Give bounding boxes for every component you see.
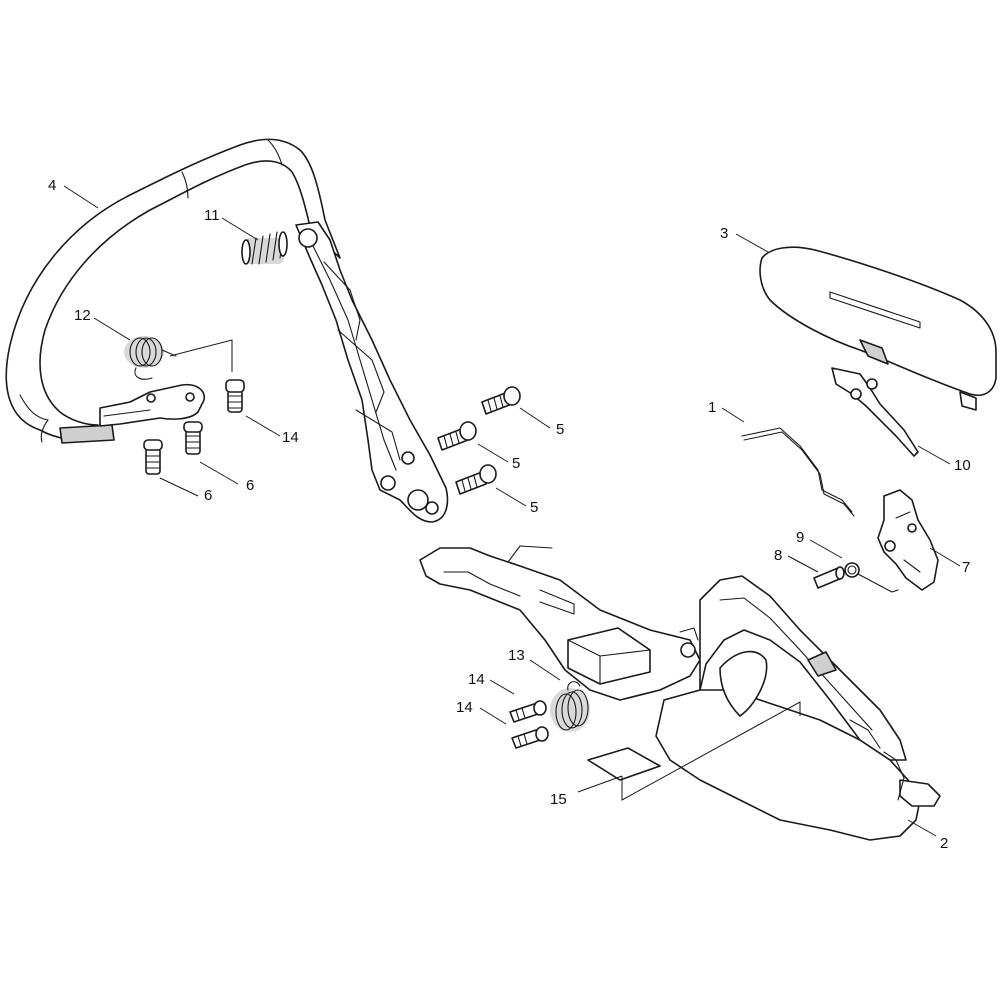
handle-mount-bracket-part — [295, 221, 449, 523]
callout-4: 4 — [48, 177, 56, 194]
screw-5-top-part — [481, 386, 521, 415]
trigger-7-part — [877, 489, 939, 591]
callout-1: 1 — [708, 399, 716, 416]
callout-3: 3 — [720, 225, 728, 242]
callout-5-middle: 5 — [512, 455, 520, 472]
callout-5-top: 5 — [556, 421, 564, 438]
screw-14-lower-part — [511, 726, 549, 749]
callout-7: 7 — [962, 559, 970, 576]
callout-6-left: 6 — [204, 487, 212, 504]
callout-11: 11 — [204, 207, 220, 224]
callout-5-bottom: 5 — [530, 499, 538, 516]
callout-8: 8 — [774, 547, 782, 564]
spring-9-part — [844, 562, 899, 593]
screw-6b-part — [143, 439, 163, 475]
screw-14-upper-part — [225, 379, 245, 413]
cover-3-part — [759, 246, 997, 411]
lever-10-part — [831, 367, 919, 457]
screw-5-middle-part — [437, 421, 477, 451]
callout-12: 12 — [74, 307, 91, 324]
callout-9: 9 — [796, 529, 804, 546]
callout-2: 2 — [940, 835, 948, 852]
spring-11-part — [241, 231, 288, 265]
screw-6a-part — [183, 421, 203, 455]
spring-12-part — [124, 336, 177, 380]
front-handle-part — [5, 138, 341, 444]
rear-handle-housing-2-part — [419, 545, 941, 841]
pin-8-part — [813, 566, 845, 589]
callout-14-middle: 14 — [468, 671, 485, 688]
callout-15: 15 — [550, 791, 567, 808]
wire-rod-1-part — [741, 427, 855, 517]
screw-5-bottom-part — [455, 464, 497, 495]
callout-13: 13 — [508, 647, 525, 664]
label-15-part — [587, 747, 661, 781]
callout-numbers: 4 11 12 14 6 6 5 5 5 3 1 10 7 9 8 13 14 … — [48, 177, 971, 852]
callout-10: 10 — [954, 457, 971, 474]
screw-14-middle-part — [509, 700, 547, 723]
callout-6-right: 6 — [246, 477, 254, 494]
leader-lines — [63, 185, 961, 837]
callout-14-upper: 14 — [282, 429, 299, 446]
spring-13-part — [550, 681, 590, 732]
callout-14-lower: 14 — [456, 699, 473, 716]
